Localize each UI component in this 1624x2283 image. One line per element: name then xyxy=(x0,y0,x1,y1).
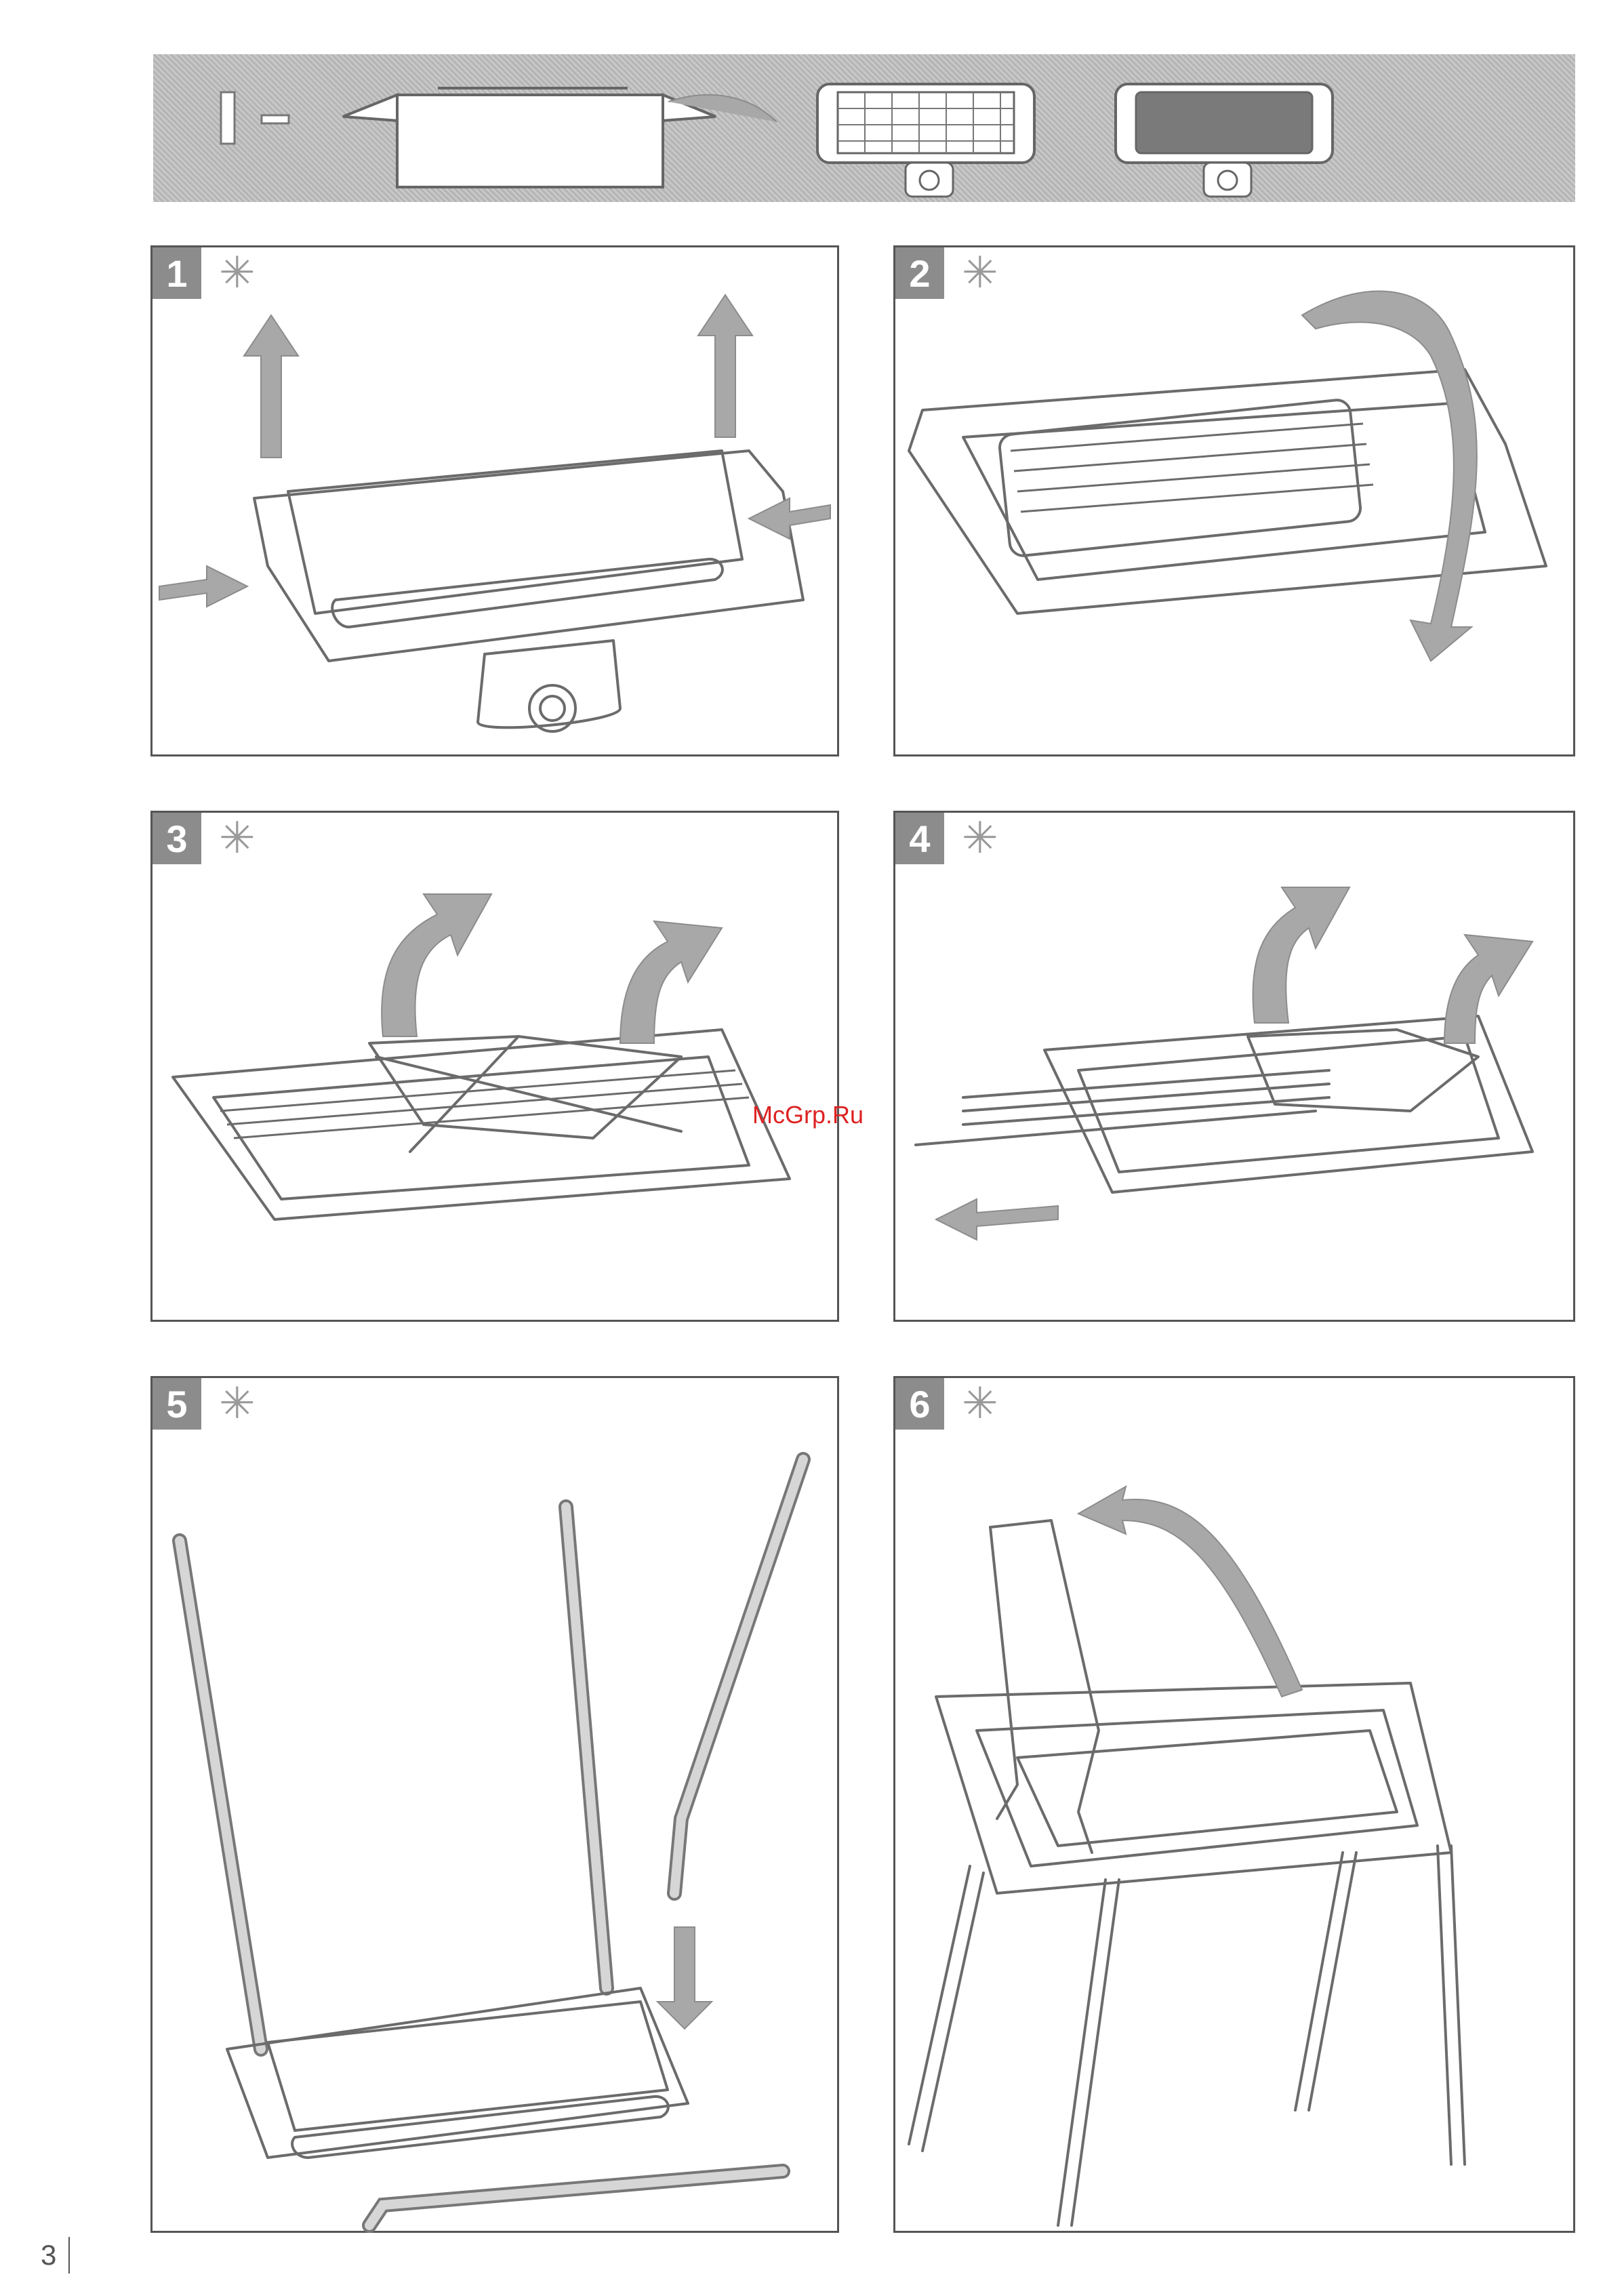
page-number: 3 xyxy=(41,2237,70,2274)
remove-rods-illustration xyxy=(895,813,1577,1324)
unpacking-banner xyxy=(153,54,1575,202)
lift-frame-illustration xyxy=(153,813,841,1324)
step-5-panel: 5 ✳ xyxy=(150,1376,839,2233)
grill-remove-lid-illustration xyxy=(153,247,841,759)
unpacking-illustration xyxy=(153,54,1575,202)
attach-legs-illustration xyxy=(153,1378,841,2235)
step-3-panel: 3 ✳ xyxy=(150,811,839,1322)
box-icon xyxy=(343,88,716,187)
grill-with-grid-icon xyxy=(817,84,1034,197)
step-1-panel: 1 ✳ xyxy=(150,245,839,756)
flip-grid-illustration xyxy=(895,247,1577,759)
step-4-panel: 4 ✳ xyxy=(893,811,1575,1322)
step-2-panel: 2 ✳ xyxy=(893,245,1575,756)
fold-stand-illustration xyxy=(895,1378,1577,2235)
grill-plate-icon xyxy=(1116,84,1333,197)
step-6-panel: 6 ✳ xyxy=(893,1376,1575,2233)
watermark: McGrp.Ru xyxy=(752,1101,864,1129)
